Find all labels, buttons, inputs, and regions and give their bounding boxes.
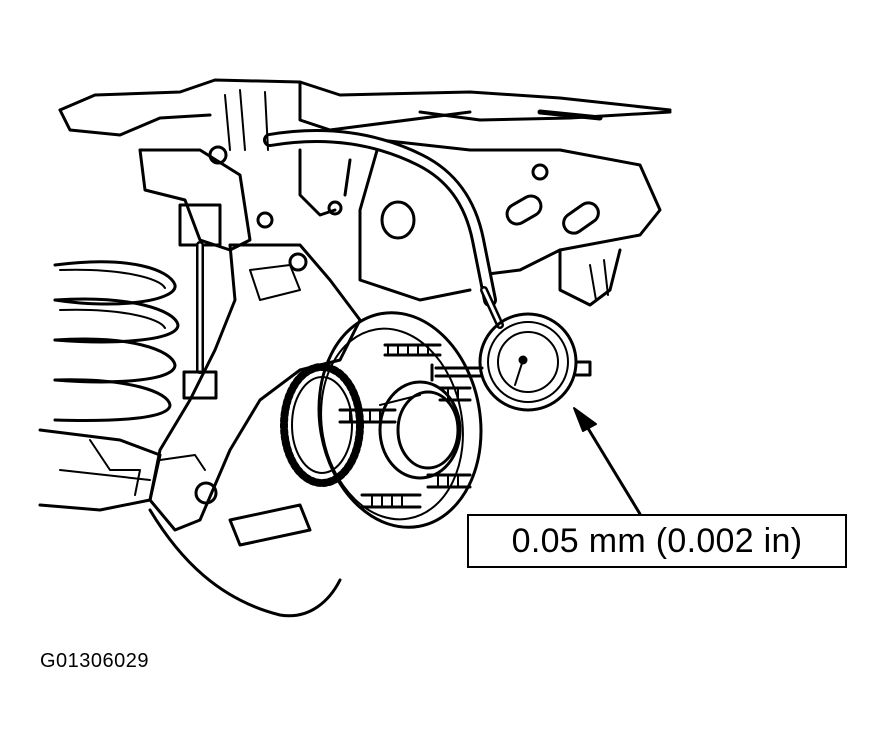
abs-tone-ring: [284, 367, 360, 483]
wiring-harness: [270, 136, 490, 300]
dial-indicator: [432, 290, 590, 410]
strut-mount: [140, 90, 272, 398]
wheel-hub: [380, 382, 460, 478]
lower-control-arm: [40, 430, 340, 616]
figure-id: G01306029: [40, 650, 150, 672]
brake-rotor: [302, 300, 497, 541]
leader-arrow: [574, 408, 640, 514]
knuckle: [150, 245, 360, 530]
coil-spring: [55, 262, 178, 421]
runout-spec-callout: 0.05 mm (0.002 in): [467, 514, 847, 568]
wheel-studs: [340, 345, 470, 507]
subframe: [60, 80, 670, 305]
